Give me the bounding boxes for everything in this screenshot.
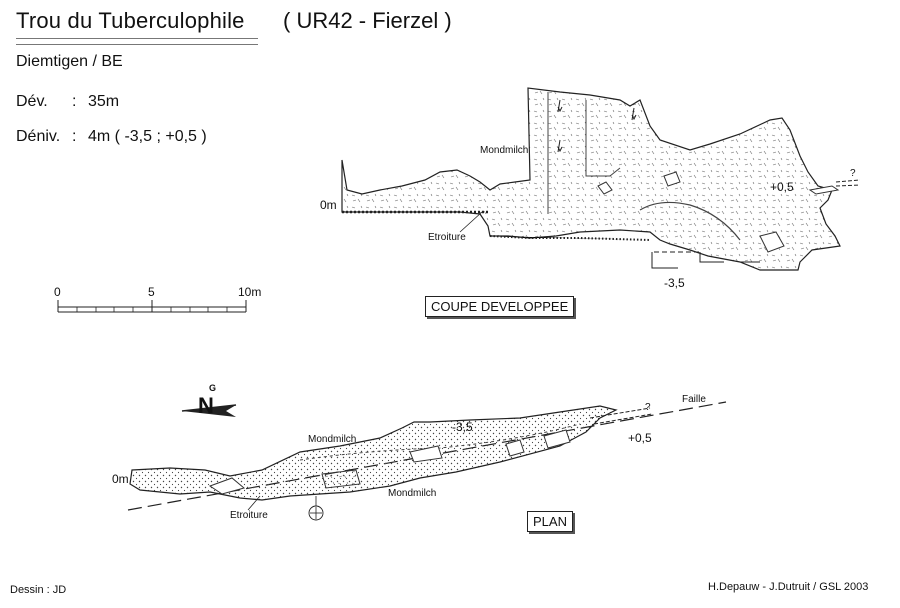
scale-tick-5: 5 [148,285,155,299]
section-title-box: COUPE DEVELOPPEE [425,296,575,317]
cave-code: ( UR42 - Fierzel ) [283,8,452,33]
plan-mondmilch-top-label: Mondmilch [308,434,357,445]
plan-etroiture-label: Etroiture [230,510,268,521]
plan-level-0m: 0m [112,472,129,486]
scale-bar [57,300,247,313]
plan-question-mark: ? [645,402,651,413]
survey-title: Trou du Tuberculophile [16,8,245,33]
section-level-minus: -3,5 [664,276,685,290]
section-level-plus: +0,5 [770,180,794,194]
scale-tick-0: 0 [54,285,61,299]
denivelation-label: Déniv. [16,128,61,145]
development-label: Dév. [16,93,48,110]
location: Diemtigen / BE [16,53,123,70]
development-value: 35m [88,93,120,110]
section-mondmilch-label: Mondmilch [480,145,529,156]
title-underline [16,38,258,45]
north-g-letter: G [209,383,217,393]
development-colon: : [72,93,77,110]
plan-level-plus: +0,5 [628,431,652,445]
plan-level-minus: -3,5 [452,420,473,434]
plan-faille-label: Faille [682,394,706,405]
plan-title-box: PLAN [527,511,573,532]
denivelation-value: 4m ( -3,5 ; +0,5 ) [88,128,207,145]
section-etroiture-label: Etroiture [428,232,466,243]
north-arrow [181,404,237,417]
section-level-0m: 0m [320,198,337,212]
cave-section-profile [341,87,861,271]
authors-credit: H.Depauw - J.Dutruit / GSL 2003 [708,581,869,593]
north-letter: N [198,393,214,418]
cave-plan-view [127,401,727,521]
denivelation-colon: : [72,128,77,145]
scale-tick-10m: 10m [238,285,262,299]
drawn-by: Dessin : JD [10,584,67,596]
section-question-mark: ? [850,168,856,179]
plan-mondmilch-bottom-label: Mondmilch [388,488,437,499]
